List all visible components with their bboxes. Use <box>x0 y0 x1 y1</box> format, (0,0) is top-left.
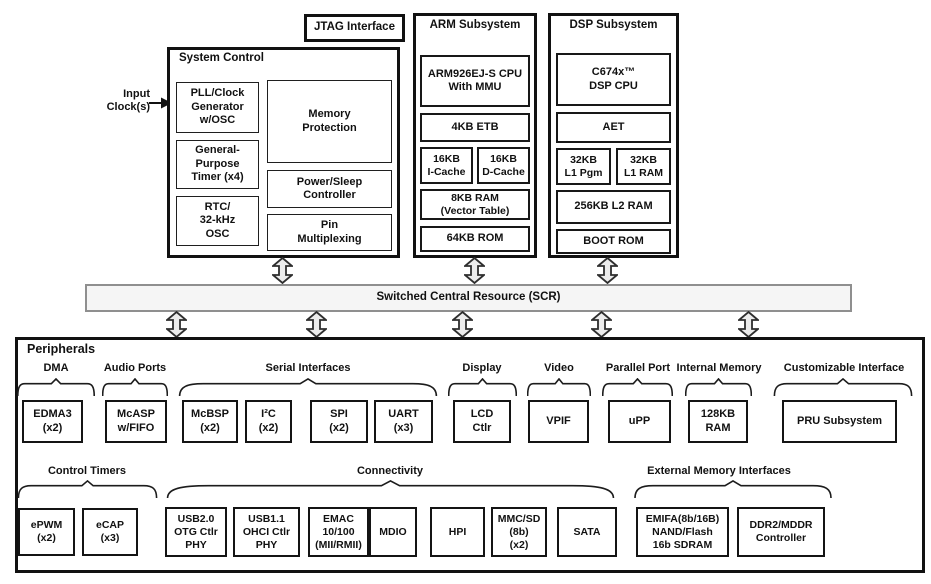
group-label-customizable-interface: Customizable Interface <box>783 362 905 374</box>
box-usb20-otg: USB2.0 OTG Ctlr PHY <box>165 507 227 557</box>
bidir-arrow-icon <box>166 311 187 338</box>
box-32kb-l1-ram: 32KB L1 RAM <box>616 148 671 185</box>
input-clock-arrow-icon <box>149 97 172 109</box>
system-control-title: System Control <box>179 52 264 64</box>
box-ddr2-mddr: DDR2/MDDR Controller <box>737 507 825 557</box>
brace-connectivity <box>163 480 618 499</box>
box-vpif: VPIF <box>528 400 589 443</box>
box-edma3: EDMA3 (x2) <box>22 400 83 443</box>
box-uart: UART (x3) <box>374 400 433 443</box>
bidir-arrow-icon <box>452 311 473 338</box>
box-32kb-l1-pgm: 32KB L1 Pgm <box>556 148 611 185</box>
box-c674x-dsp-cpu: C674x™ DSP CPU <box>556 53 671 106</box>
box-arm926-cpu: ARM926EJ-S CPU With MMU <box>420 55 530 107</box>
box-8kb-vector-ram: 8KB RAM (Vector Table) <box>420 189 530 220</box>
group-label-video: Video <box>544 362 574 374</box>
box-pin-multiplexing: Pin Multiplexing <box>267 214 392 251</box>
brace-audio-ports <box>102 378 168 397</box>
group-label-parallel-port: Parallel Port <box>605 362 671 374</box>
brace-internal-memory <box>685 378 752 397</box>
brace-dma <box>17 378 95 397</box>
bidir-arrow-icon <box>464 257 485 284</box>
box-16kb-icache: 16KB I-Cache <box>420 147 473 184</box>
bidir-arrow-icon <box>591 311 612 338</box>
jtag-interface-box: JTAG Interface <box>304 14 405 42</box>
scr-bar: Switched Central Resource (SCR) <box>85 284 852 312</box>
input-clock-label: Input Clock(s) <box>106 88 150 113</box>
box-i2c: I²C (x2) <box>245 400 292 443</box>
bidir-arrow-icon <box>738 311 759 338</box>
box-sata: SATA <box>557 507 617 557</box>
box-hpi: HPI <box>430 507 485 557</box>
box-emifa: EMIFA(8b/16B) NAND/Flash 16b SDRAM <box>636 507 729 557</box>
box-power-sleep-controller: Power/Sleep Controller <box>267 170 392 208</box>
box-lcd-ctlr: LCD Ctlr <box>453 400 511 443</box>
box-128kb-ram: 128KB RAM <box>688 400 748 443</box>
bidir-arrow-icon <box>306 311 327 338</box>
box-16kb-dcache: 16KB D-Cache <box>477 147 530 184</box>
box-mcasp: McASP w/FIFO <box>105 400 167 443</box>
group-label-serial-interfaces: Serial Interfaces <box>265 362 351 374</box>
group-label-control-timers: Control Timers <box>47 465 127 477</box>
box-4kb-etb: 4KB ETB <box>420 113 530 142</box>
box-ecap: eCAP (x3) <box>82 508 138 556</box>
bidir-arrow-icon <box>272 257 293 284</box>
arm-subsystem-title: ARM Subsystem <box>429 19 521 31</box>
box-mcbsp: McBSP (x2) <box>182 400 238 443</box>
brace-display <box>448 378 517 397</box>
box-mdio: MDIO <box>369 507 417 557</box>
dsp-subsystem-title: DSP Subsystem <box>569 19 658 31</box>
group-label-external-memory-interfaces: External Memory Interfaces <box>647 465 791 477</box>
box-gp-timer: General- Purpose Timer (x4) <box>176 140 259 189</box>
group-label-internal-memory: Internal Memory <box>676 362 762 374</box>
box-epwm: ePWM (x2) <box>18 508 75 556</box>
box-mmc-sd: MMC/SD (8b) (x2) <box>491 507 547 557</box>
box-upp: uPP <box>608 400 671 443</box>
brace-control-timers <box>17 480 158 499</box>
box-usb11-ohci: USB1.1 OHCI Ctlr PHY <box>233 507 300 557</box>
box-memory-protection: Memory Protection <box>267 80 392 163</box>
box-emac: EMAC 10/100 (MII/RMII) <box>308 507 369 557</box>
box-aet: AET <box>556 112 671 143</box>
brace-video <box>527 378 591 397</box>
box-boot-rom: BOOT ROM <box>556 229 671 254</box>
box-rtc-osc: RTC/ 32-kHz OSC <box>176 196 259 246</box>
group-label-dma: DMA <box>43 362 69 374</box>
box-pru-subsystem: PRU Subsystem <box>782 400 897 443</box>
brace-parallel-port <box>602 378 673 397</box>
brace-serial-interfaces <box>177 378 439 397</box>
group-label-connectivity: Connectivity <box>356 465 423 477</box>
brace-external-memory-interfaces <box>633 480 833 499</box>
box-spi: SPI (x2) <box>310 400 368 443</box>
brace-customizable-interface <box>773 378 913 397</box>
box-pll-clock-generator: PLL/Clock Generator w/OSC <box>176 82 259 133</box>
bidir-arrow-icon <box>597 257 618 284</box>
group-label-audio-ports: Audio Ports <box>103 362 167 374</box>
box-256kb-l2-ram: 256KB L2 RAM <box>556 190 671 224</box>
peripherals-title: Peripherals <box>27 342 96 356</box>
group-label-display: Display <box>462 362 502 374</box>
box-64kb-rom: 64KB ROM <box>420 226 530 252</box>
